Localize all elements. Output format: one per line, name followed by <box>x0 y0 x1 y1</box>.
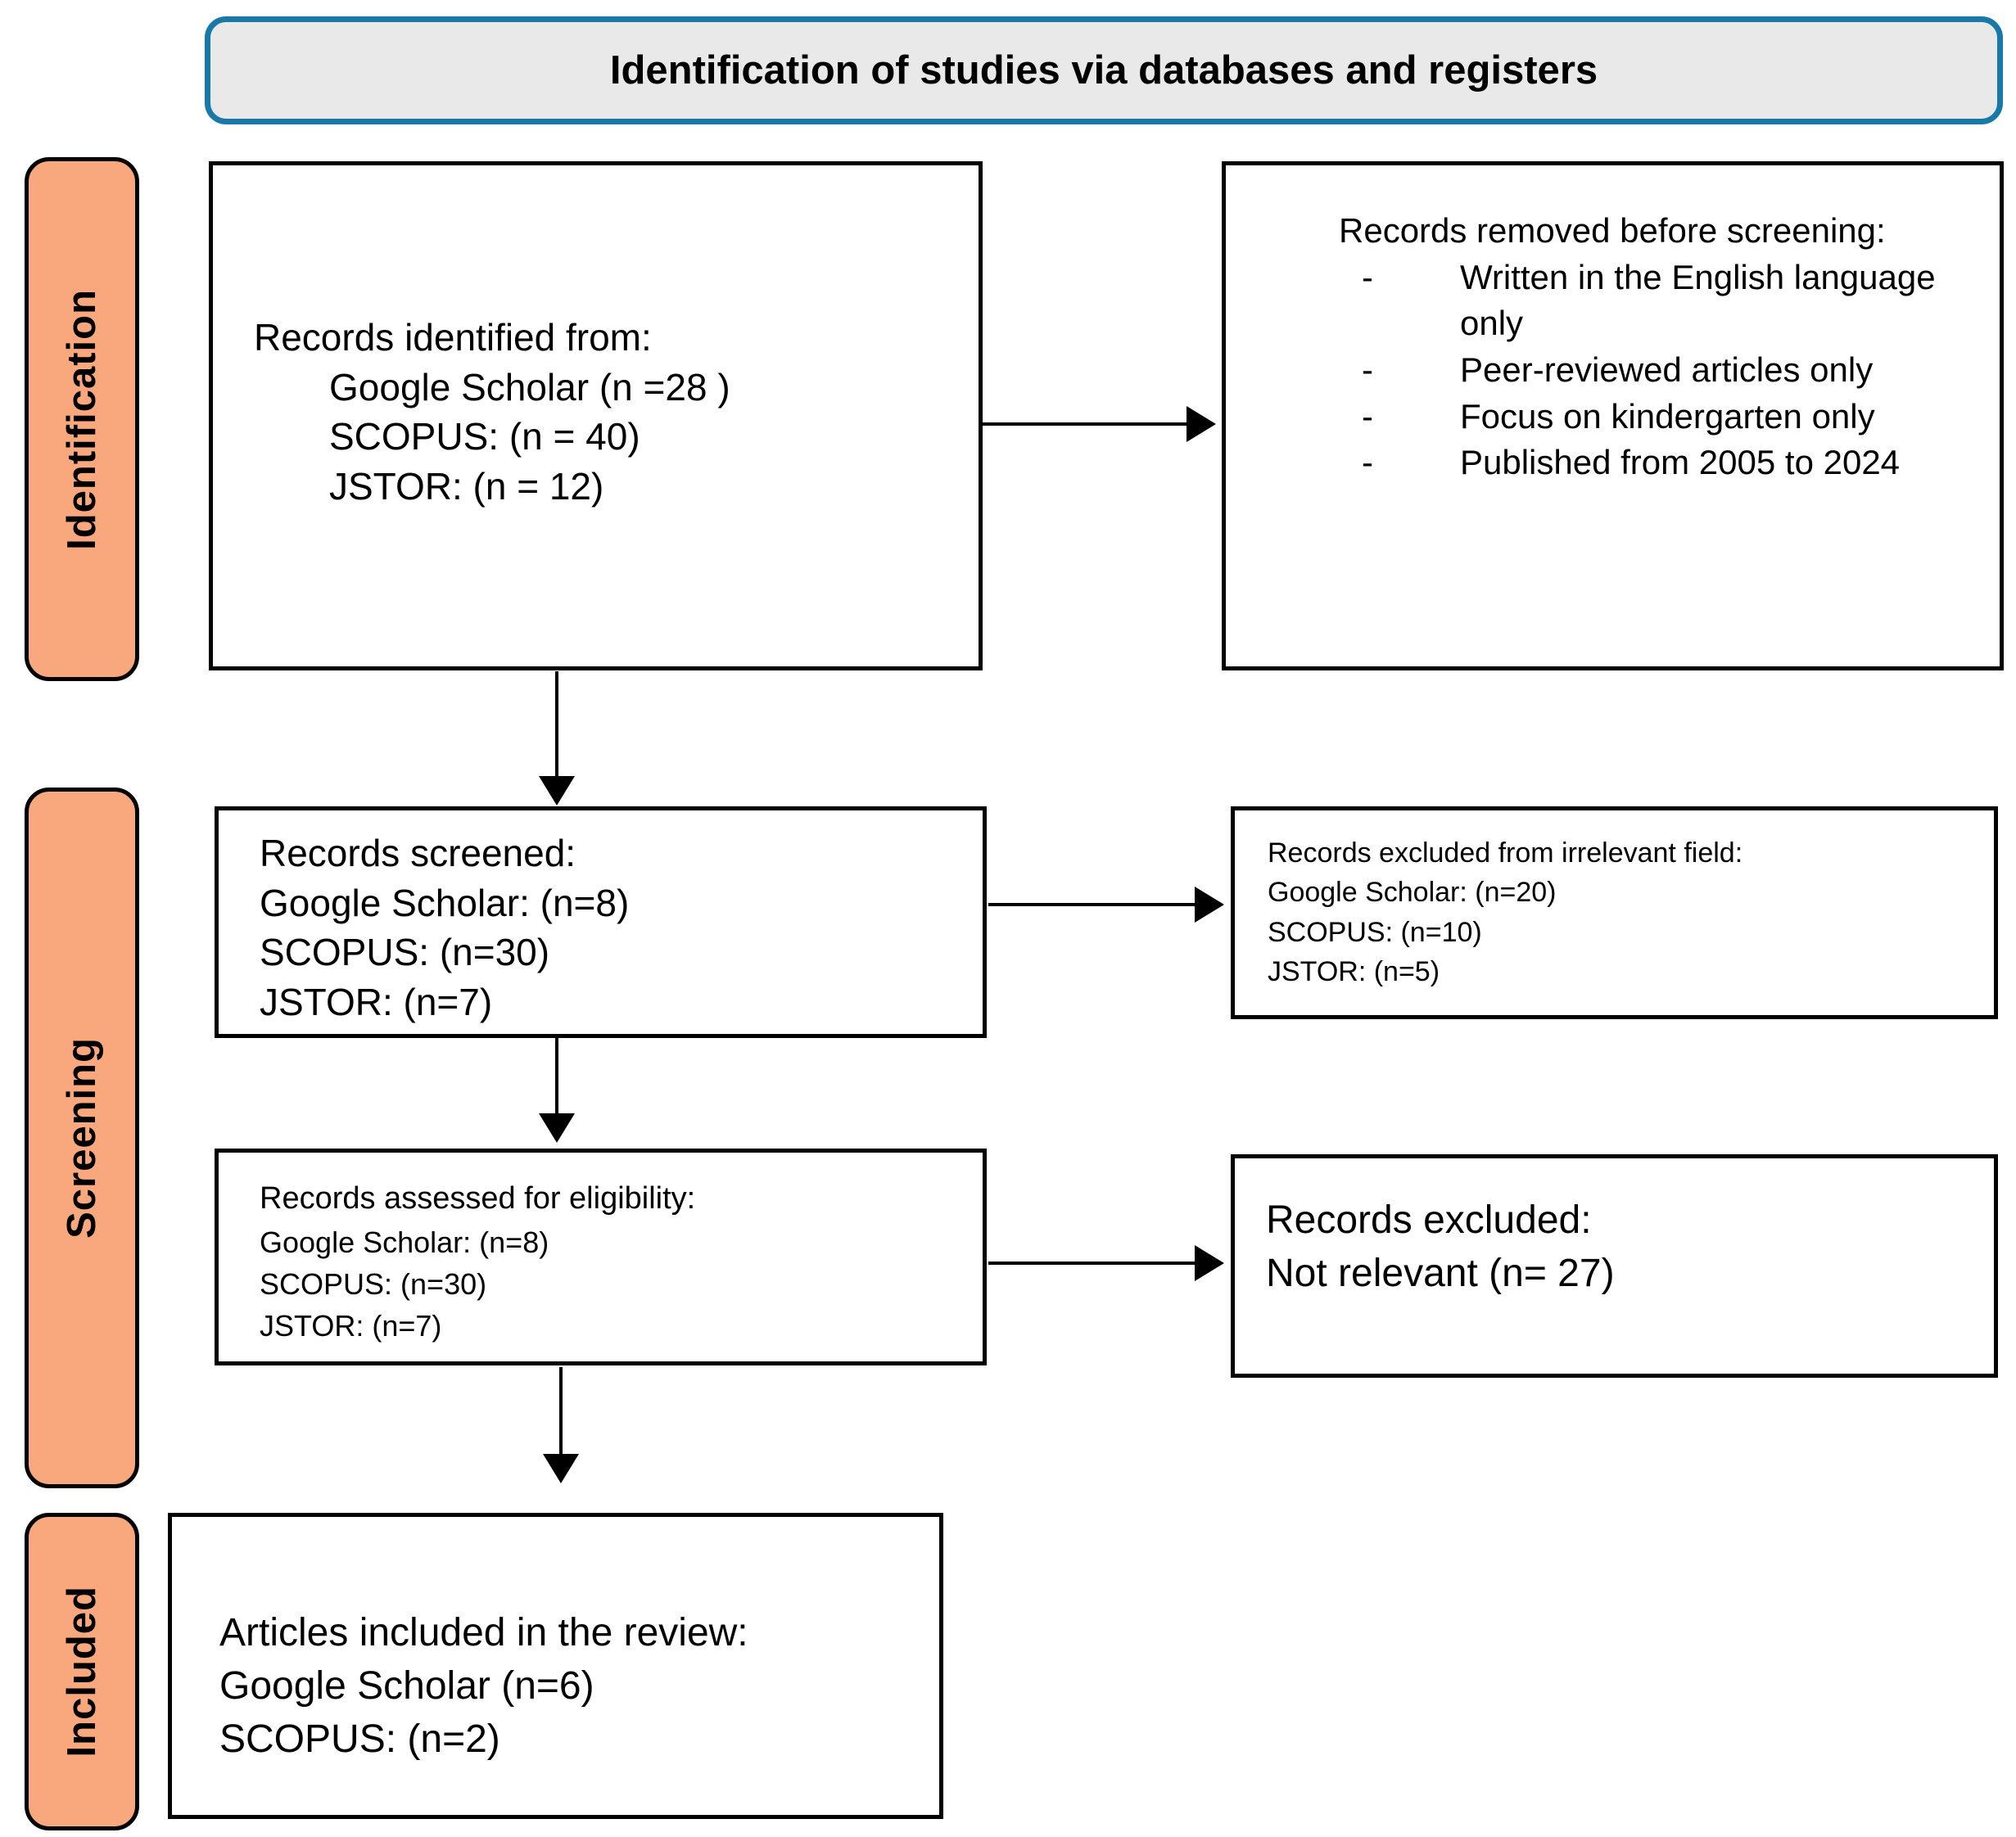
text-line: JSTOR: (n=5) <box>1268 955 1440 987</box>
box-records-removed-before-screening: Records removed before screening: Writte… <box>1222 161 2004 670</box>
box-title: Records excluded from irrelevant field: <box>1268 837 1743 869</box>
text-line: Google Scholar (n =28 ) <box>329 365 730 408</box>
text-line: JSTOR: (n=7) <box>260 981 493 1024</box>
text-line: Google Scholar: (n=8) <box>260 1225 549 1259</box>
stage-label-identification: Identification <box>25 157 139 681</box>
box-title: Records screened: <box>260 832 576 874</box>
text-line: JSTOR: (n = 12) <box>329 465 604 508</box>
text-line: Focus on kindergarten only <box>1339 394 1955 440</box>
text-line: Google Scholar: (n=8) <box>260 881 630 924</box>
box-lines: Google Scholar: (n=20) SCOPUS: (n=10) JSTO… <box>1268 873 1969 991</box>
box-bullet-list: Written in the English language onlyPeer… <box>1339 255 1955 486</box>
box-title: Records identified from: <box>254 316 652 359</box>
box-lines: Not relevant (n= 27) <box>1266 1248 1969 1301</box>
diagram-title: Identification of studies via databases … <box>609 48 1598 93</box>
text-line: Google Scholar: (n=20) <box>1268 877 1557 909</box>
text-line: Not relevant (n= 27) <box>1266 1251 1615 1295</box>
box-title: Articles included in the review: <box>219 1611 748 1654</box>
box-lines: Google Scholar (n=6) SCOPUS: (n=2) <box>219 1660 919 1767</box>
arrow-down-identified-to-screened <box>539 671 575 806</box>
box-lines: Google Scholar: (n=8) SCOPUS: (n=30) JSTOR… <box>260 1221 962 1347</box>
box-articles-included: Articles included in the review: Google … <box>168 1513 943 1819</box>
text-line: SCOPUS: (n=30) <box>260 931 550 974</box>
box-title: Records removed before screening: <box>1339 211 1886 250</box>
diagram-title-banner: Identification of studies via databases … <box>205 16 2003 124</box>
stage-label-text: Screening <box>60 1037 104 1239</box>
box-records-identified: Records identified from: Google Scholar … <box>209 161 983 670</box>
text-line: JSTOR: (n=7) <box>260 1309 442 1343</box>
stage-label-included: Included <box>25 1513 139 1830</box>
arrow-right-screened-to-excluded <box>988 887 1224 923</box>
text-line: SCOPUS: (n=30) <box>260 1267 487 1302</box>
text-line: Peer-reviewed articles only <box>1339 347 1955 394</box>
text-line: SCOPUS: (n=10) <box>1268 916 1482 948</box>
text-line: SCOPUS: (n = 40) <box>329 415 640 458</box>
box-title: Records excluded: <box>1266 1198 1592 1242</box>
box-lines: Google Scholar: (n=8) SCOPUS: (n=30) JSTOR… <box>260 878 962 1027</box>
box-records-excluded-irrelevant-field: Records excluded from irrelevant field: … <box>1231 806 1998 1019</box>
stage-label-screening: Screening <box>25 788 139 1488</box>
text-line: Published from 2005 to 2024 <box>1339 440 1955 486</box>
arrow-right-identified-to-removed <box>982 406 1216 442</box>
text-line: Written in the English language only <box>1339 255 1955 347</box>
arrow-right-assessed-to-excluded <box>988 1245 1224 1281</box>
box-records-screened: Records screened: Google Scholar: (n=8) S… <box>215 806 987 1038</box>
text-line: SCOPUS: (n=2) <box>219 1717 500 1761</box>
text-line: Google Scholar (n=6) <box>219 1663 594 1708</box>
arrow-down-screened-to-assessed <box>539 1038 575 1143</box>
stage-label-text: Identification <box>60 288 104 550</box>
box-records-excluded-not-relevant: Records excluded: Not relevant (n= 27) <box>1231 1154 1998 1378</box>
box-records-assessed-for-eligibility: Records assessed for eligibility: Google… <box>215 1149 987 1365</box>
box-title: Records assessed for eligibility: <box>260 1181 696 1216</box>
stage-label-text: Included <box>60 1586 104 1758</box>
box-lines: Google Scholar (n =28 ) SCOPUS: (n = 40) J… <box>254 363 958 512</box>
arrow-down-assessed-to-included <box>543 1367 579 1483</box>
